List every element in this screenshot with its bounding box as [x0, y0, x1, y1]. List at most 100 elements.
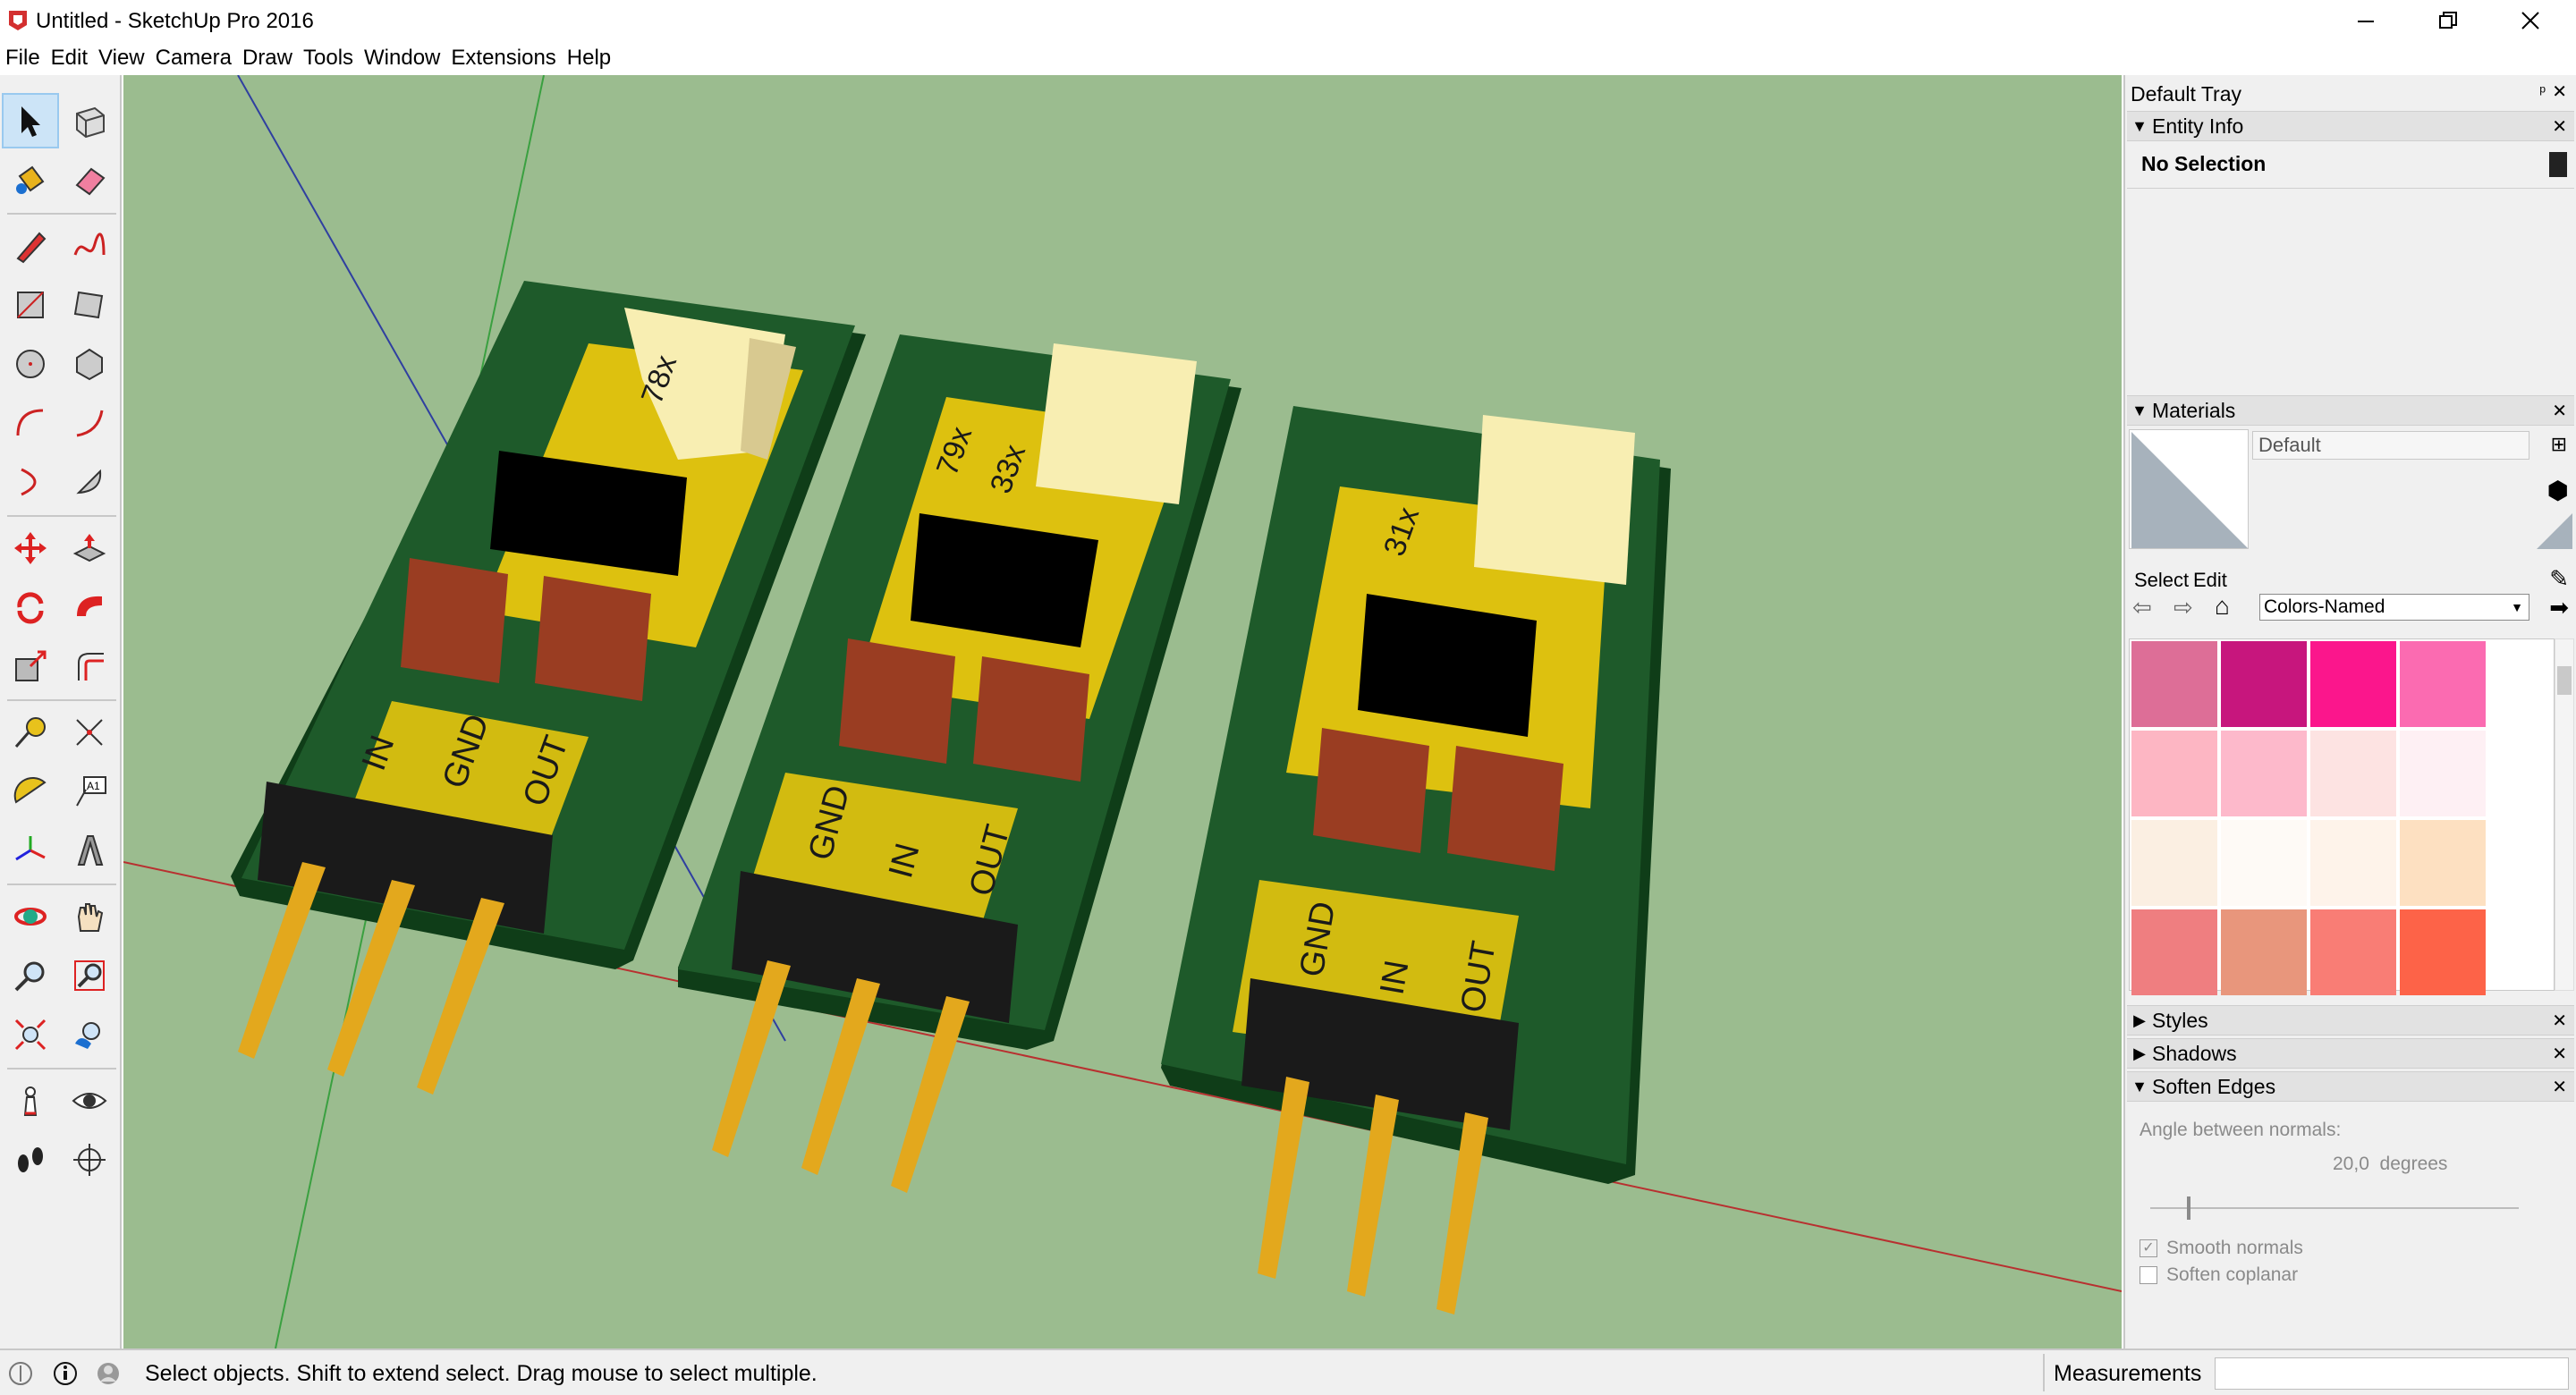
minimize-button[interactable] — [2326, 0, 2406, 41]
angle-slider-thumb[interactable] — [2187, 1196, 2191, 1220]
menu-window[interactable]: Window — [364, 46, 441, 70]
paint-bucket-tool[interactable] — [2, 152, 59, 207]
default-material-icon[interactable] — [2537, 513, 2572, 549]
protractor-tool[interactable] — [2, 764, 59, 819]
follow-me-tool[interactable] — [61, 579, 118, 635]
shadows-header[interactable]: ▶ Shadows ✕ — [2127, 1038, 2574, 1069]
close-icon[interactable]: ✕ — [2552, 117, 2567, 137]
sample-paint-icon[interactable]: ⬢ — [2546, 477, 2569, 504]
dimension-tool[interactable] — [61, 705, 118, 760]
menu-file[interactable]: File — [5, 46, 40, 70]
offset-tool[interactable] — [61, 638, 118, 694]
pin-icon[interactable]: ᵖ — [2539, 82, 2546, 100]
user-icon[interactable] — [95, 1360, 122, 1387]
measurements-input[interactable] — [2215, 1357, 2569, 1390]
material-swatch[interactable] — [2400, 909, 2486, 995]
material-swatch[interactable] — [2221, 731, 2307, 816]
menu-extensions[interactable]: Extensions — [451, 46, 556, 70]
details-arrow-icon[interactable]: ➡ — [2549, 594, 2569, 621]
tape-measure-tool[interactable] — [2, 705, 59, 760]
menu-tools[interactable]: Tools — [303, 46, 354, 70]
look-around-tool[interactable] — [61, 1073, 118, 1129]
info-icon[interactable] — [52, 1360, 79, 1387]
push-pull-tool[interactable] — [61, 520, 118, 576]
menu-help[interactable]: Help — [566, 46, 612, 70]
rotate-tool[interactable] — [2, 579, 59, 635]
smooth-normals-checkbox[interactable]: ✓ — [2140, 1239, 2157, 1257]
line-tool[interactable] — [2, 218, 59, 274]
eraser-tool[interactable] — [61, 152, 118, 207]
material-swatch[interactable] — [2221, 641, 2307, 727]
material-swatch[interactable] — [2221, 909, 2307, 995]
material-swatch[interactable] — [2400, 731, 2486, 816]
material-swatch[interactable] — [2310, 820, 2396, 906]
axes-tool[interactable] — [2, 823, 59, 878]
material-swatch[interactable] — [2131, 820, 2217, 906]
eyedropper-icon[interactable]: ✎ — [2549, 565, 2569, 592]
material-name-field[interactable]: Default — [2252, 431, 2529, 460]
pan-tool[interactable] — [61, 889, 118, 944]
material-swatch[interactable] — [2310, 909, 2396, 995]
menu-view[interactable]: View — [98, 46, 145, 70]
scrollbar-thumb[interactable] — [2557, 666, 2572, 695]
material-swatch[interactable] — [2131, 731, 2217, 816]
freehand-tool[interactable] — [61, 218, 118, 274]
geo-location-icon[interactable] — [7, 1360, 34, 1387]
material-swatch[interactable] — [2221, 820, 2307, 906]
3d-text-tool[interactable] — [61, 823, 118, 878]
menu-edit[interactable]: Edit — [50, 46, 89, 70]
tray-close-icon[interactable]: ✕ — [2552, 82, 2567, 102]
soften-coplanar-checkbox[interactable] — [2140, 1266, 2157, 1284]
move-tool[interactable] — [2, 520, 59, 576]
back-arrow-icon[interactable]: ⇦ — [2132, 594, 2152, 621]
arc-tool[interactable] — [2, 395, 59, 451]
swatch-scrollbar[interactable] — [2555, 638, 2574, 991]
material-swatch[interactable] — [2400, 820, 2486, 906]
entity-info-header[interactable]: ▼ Entity Info ✕ — [2127, 111, 2574, 141]
angle-slider-track[interactable] — [2150, 1207, 2519, 1209]
pcb-board-1[interactable]: 78x IN GND OUT — [231, 281, 866, 1095]
material-library-select[interactable]: Colors-Named ▼ — [2259, 594, 2529, 621]
material-swatch[interactable] — [2310, 731, 2396, 816]
zoom-tool[interactable] — [2, 948, 59, 1003]
zoom-extents-tool[interactable] — [2, 1007, 59, 1062]
rectangle-tool[interactable] — [2, 277, 59, 333]
scale-tool[interactable] — [2, 638, 59, 694]
select-tab[interactable]: Select — [2134, 569, 2190, 591]
restore-button[interactable] — [2408, 0, 2488, 41]
zoom-window-tool[interactable] — [61, 948, 118, 1003]
orbit-tool[interactable] — [2, 889, 59, 944]
walk-tool[interactable] — [2, 1132, 59, 1188]
material-swatch[interactable] — [2131, 641, 2217, 727]
close-window-button[interactable] — [2490, 0, 2571, 41]
forward-arrow-icon[interactable]: ⇨ — [2174, 594, 2193, 621]
close-icon[interactable]: ✕ — [2552, 1044, 2567, 1064]
materials-header[interactable]: ▼ Materials ✕ — [2127, 395, 2574, 426]
polygon-tool[interactable] — [61, 336, 118, 392]
soften-edges-header[interactable]: ▼ Soften Edges ✕ — [2127, 1071, 2574, 1102]
material-swatch[interactable] — [2400, 641, 2486, 727]
pie-tool[interactable] — [61, 454, 118, 510]
text-tool[interactable]: A1 — [61, 764, 118, 819]
close-icon[interactable]: ✕ — [2552, 402, 2567, 421]
rotated-rectangle-tool[interactable] — [61, 277, 118, 333]
create-material-icon[interactable]: ⊞ — [2550, 433, 2567, 455]
make-component-tool[interactable] — [61, 93, 118, 148]
pcb-board-3[interactable]: 31x GND IN OUT — [1161, 406, 1671, 1315]
edit-tab[interactable]: Edit — [2193, 569, 2227, 591]
circle-tool[interactable] — [2, 336, 59, 392]
menu-draw[interactable]: Draw — [242, 46, 292, 70]
section-plane-tool[interactable] — [61, 1132, 118, 1188]
material-swatch[interactable] — [2131, 909, 2217, 995]
two-point-arc-tool[interactable] — [61, 395, 118, 451]
previous-view-tool[interactable] — [61, 1007, 118, 1062]
three-point-arc-tool[interactable] — [2, 454, 59, 510]
close-icon[interactable]: ✕ — [2552, 1011, 2567, 1031]
position-camera-tool[interactable] — [2, 1073, 59, 1129]
styles-header[interactable]: ▶ Styles ✕ — [2127, 1005, 2574, 1036]
select-tool[interactable] — [2, 93, 59, 148]
details-toggle-icon[interactable] — [2549, 152, 2567, 177]
material-swatch[interactable] — [2310, 641, 2396, 727]
menu-camera[interactable]: Camera — [155, 46, 232, 70]
close-icon[interactable]: ✕ — [2552, 1078, 2567, 1097]
